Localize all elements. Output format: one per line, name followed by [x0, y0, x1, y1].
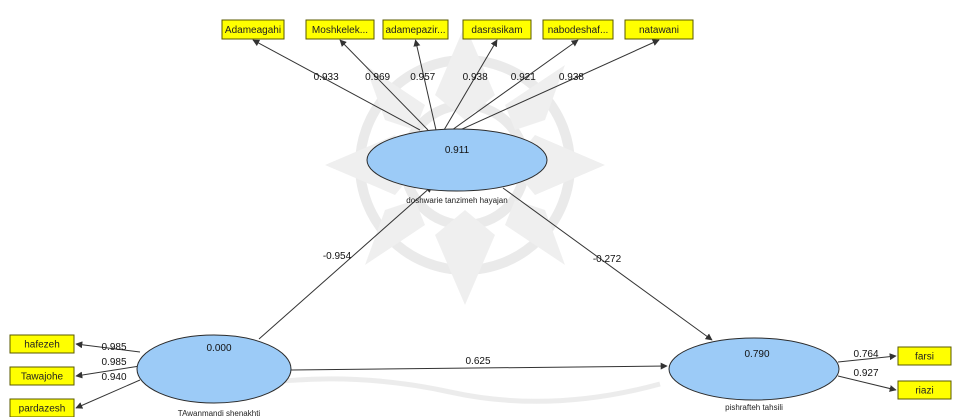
- indicator-left-2[interactable]: Tawajohe: [9, 366, 75, 386]
- loading-value-right-1: 0.764: [853, 349, 878, 360]
- indicator-top-6-label: natawani: [639, 25, 679, 36]
- loading-value-top-2: 0.969: [365, 72, 390, 83]
- indicator-top-2-box[interactable]: [305, 19, 375, 40]
- loading-arrow-top-4: [443, 39, 498, 131]
- constructs-layer: 0.911 doshwarie tanzimeh hayajan 0.000 T…: [136, 128, 840, 417]
- watermark-emblem: [249, 25, 661, 404]
- loading-arrow-left-3: [75, 379, 141, 409]
- indicator-top-3-label: adamepazir...: [385, 25, 445, 36]
- loading-arrow-right-1: [837, 353, 897, 363]
- indicator-top-5[interactable]: nabodeshaf...: [542, 19, 614, 40]
- loading-arrow-top-5: [451, 39, 579, 131]
- indicator-top-2-label: Moshkelek...: [312, 25, 368, 36]
- loading-value-left-2: 0.985: [101, 357, 126, 368]
- path-coef-tawan-to-pish: 0.625: [465, 356, 490, 367]
- indicator-left-1-box[interactable]: [9, 334, 75, 354]
- indicator-right-2-box[interactable]: [897, 380, 952, 400]
- edges-layer: 0.933 0.969 0.957 0.938 0.921 0.938 0.985 0.985…: [75, 39, 897, 409]
- construct-tawan-r2: 0.000: [206, 343, 231, 354]
- loading-value-top-5: 0.921: [511, 72, 536, 83]
- indicator-top-5-box[interactable]: [542, 19, 614, 40]
- path-coef-tawan-to-dosh: -0.954: [323, 251, 352, 262]
- construct-dosh-ellipse[interactable]: [366, 128, 548, 192]
- indicator-right-2[interactable]: riazi: [897, 380, 952, 400]
- indicator-top-3-box[interactable]: [382, 19, 449, 40]
- indicators-layer: Adameagahi Moshkelek... adamepazir... dasra…: [9, 19, 952, 417]
- indicator-left-1[interactable]: hafezeh: [9, 334, 75, 354]
- path-arrow-tawan-to-pish: [290, 362, 668, 371]
- indicator-top-4-label: dasrasikam: [471, 25, 522, 36]
- indicator-right-1-box[interactable]: [897, 346, 952, 366]
- indicator-left-2-box[interactable]: [9, 366, 75, 386]
- loading-arrow-top-6: [459, 39, 660, 131]
- construct-pishrafteh-tahsili[interactable]: 0.790 pishrafteh tahsili: [668, 337, 840, 412]
- path-arrow-dosh-to-pish: [502, 187, 713, 341]
- construct-dosh-r2: 0.911: [445, 145, 470, 156]
- loading-value-left-1: 0.985: [101, 342, 126, 353]
- construct-tawanmandi-shenakhti[interactable]: 0.000 TAwanmandi shenakhti: [136, 334, 292, 417]
- indicator-left-3[interactable]: pardazesh: [9, 398, 75, 417]
- construct-pish-name: pishrafteh tahsili: [725, 403, 783, 412]
- loading-arrow-top-1: [252, 39, 421, 131]
- loading-value-top-4: 0.938: [463, 72, 488, 83]
- indicator-top-4[interactable]: dasrasikam: [462, 19, 532, 40]
- indicator-right-2-label: riazi: [915, 386, 933, 397]
- indicator-right-1-label: farsi: [915, 352, 934, 363]
- path-arrow-tawan-to-dosh: [258, 185, 433, 340]
- construct-tawan-ellipse[interactable]: [136, 334, 292, 404]
- indicator-left-3-box[interactable]: [9, 398, 75, 417]
- indicator-top-1-box[interactable]: [221, 19, 285, 40]
- indicator-right-1[interactable]: farsi: [897, 346, 952, 366]
- loading-value-top-1: 0.933: [314, 72, 339, 83]
- loading-arrow-top-3: [413, 39, 437, 131]
- path-coef-dosh-to-pish: -0.272: [593, 254, 622, 265]
- loading-value-right-2: 0.927: [853, 368, 878, 379]
- indicator-top-2[interactable]: Moshkelek...: [305, 19, 375, 40]
- construct-pish-r2: 0.790: [744, 349, 769, 360]
- indicator-left-2-label: Tawajohe: [21, 372, 64, 383]
- indicator-top-3[interactable]: adamepazir...: [382, 19, 449, 40]
- indicator-top-1[interactable]: Adameagahi: [221, 19, 285, 40]
- indicator-top-6[interactable]: natawani: [624, 19, 694, 40]
- construct-pish-ellipse[interactable]: [668, 337, 840, 401]
- loading-value-top-6: 0.938: [559, 72, 584, 83]
- indicator-top-5-label: nabodeshaf...: [548, 25, 609, 36]
- loading-arrow-left-2: [75, 365, 141, 379]
- construct-dosh-name: doshwarie tanzimeh hayajan: [406, 196, 507, 205]
- loading-arrow-left-1: [75, 341, 141, 353]
- construct-doshwarie-tanzimeh-hayajan[interactable]: 0.911 doshwarie tanzimeh hayajan: [366, 128, 548, 205]
- construct-tawan-name: TAwanmandi shenakhti: [178, 409, 261, 417]
- indicator-left-1-label: hafezeh: [24, 340, 60, 351]
- indicator-top-1-label: Adameagahi: [225, 25, 281, 36]
- indicator-top-6-box[interactable]: [624, 19, 694, 40]
- loading-arrow-right-2: [837, 375, 897, 392]
- loading-value-top-3: 0.957: [410, 72, 435, 83]
- loading-arrow-top-2: [339, 39, 429, 131]
- loading-value-left-3: 0.940: [101, 372, 126, 383]
- indicator-left-3-label: pardazesh: [19, 404, 66, 415]
- indicator-top-4-box[interactable]: [462, 19, 532, 40]
